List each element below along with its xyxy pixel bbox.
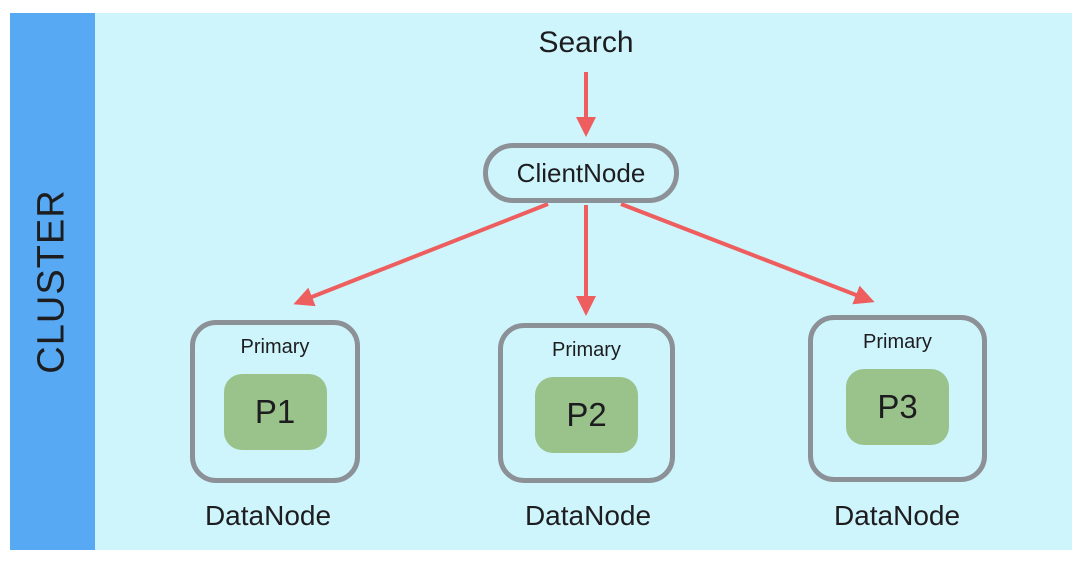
cluster-sidebar: CLUSTER bbox=[10, 13, 95, 550]
data-node-label-2: DataNode bbox=[524, 500, 652, 531]
primary-label: Primary bbox=[552, 339, 621, 361]
shard-p2: P2 bbox=[535, 377, 638, 453]
primary-label: Primary bbox=[863, 331, 932, 353]
cluster-panel bbox=[95, 13, 1072, 550]
data-node-label-3: DataNode bbox=[833, 500, 961, 531]
data-node-box-2: Primary P2 bbox=[498, 323, 675, 483]
data-node-box-3: Primary P3 bbox=[808, 315, 987, 482]
shard-p1: P1 bbox=[223, 374, 327, 450]
primary-label: Primary bbox=[240, 336, 310, 358]
client-node: ClientNode bbox=[483, 143, 679, 203]
cluster-label: CLUSTER bbox=[31, 189, 73, 374]
shard-p3: P3 bbox=[846, 369, 949, 445]
search-label: Search bbox=[538, 26, 634, 59]
data-node-label-1: DataNode bbox=[204, 500, 332, 531]
data-node-box-1: Primary P1 bbox=[190, 320, 360, 483]
